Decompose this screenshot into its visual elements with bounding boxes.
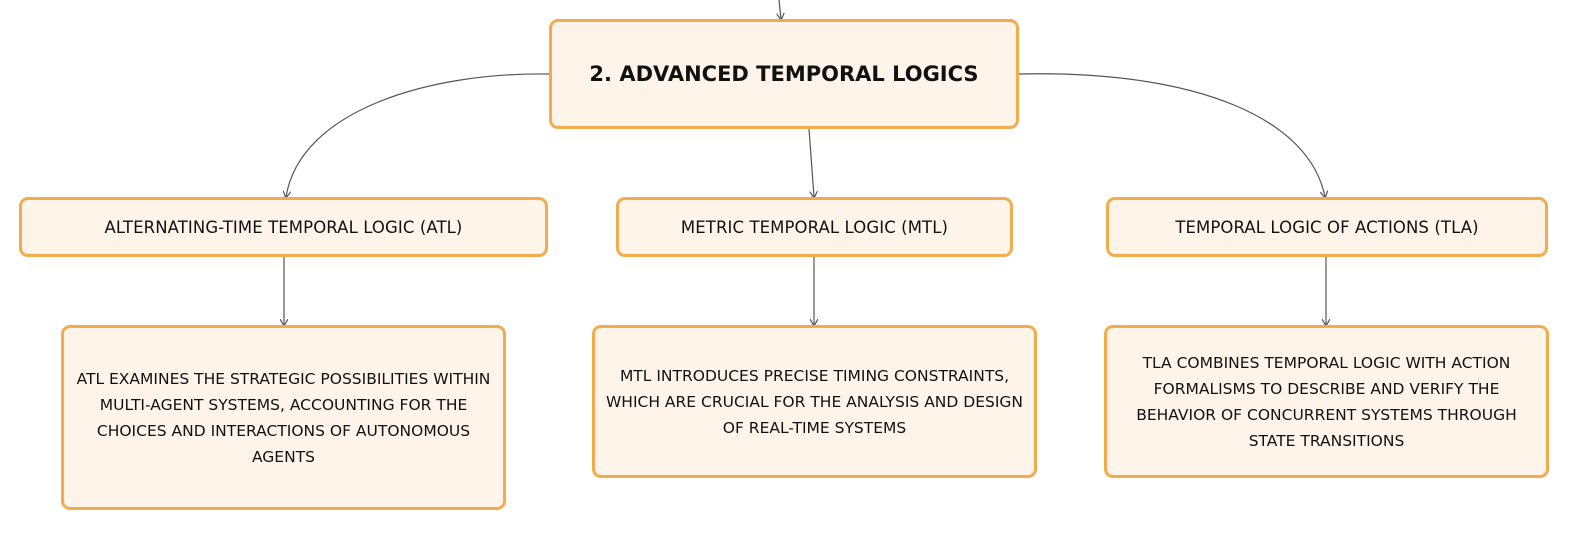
description-node-atl[interactable]: ATL EXAMINES THE STRATEGIC POSSIBILITIES… — [61, 325, 506, 510]
connector-root-to-tla — [1018, 73, 1325, 197]
root-node[interactable]: 2. ADVANCED TEMPORAL LOGICS — [549, 19, 1019, 129]
connector-root-to-mtl — [808, 128, 814, 197]
connector-root-to-atl — [286, 73, 550, 197]
branch-title-mtl: METRIC TEMPORAL LOGIC (MTL) — [680, 217, 949, 237]
description-text-atl: ATL EXAMINES THE STRATEGIC POSSIBILITIES… — [76, 369, 491, 466]
description-node-tla[interactable]: TLA COMBINES TEMPORAL LOGIC WITH ACTION … — [1104, 325, 1549, 478]
branch-title-tla: TEMPORAL LOGIC OF ACTIONS (TLA) — [1175, 217, 1479, 237]
branch-node-mtl[interactable]: METRIC TEMPORAL LOGIC (MTL) — [616, 197, 1013, 257]
branch-node-atl[interactable]: ALTERNATING-TIME TEMPORAL LOGIC (ATL) — [19, 197, 548, 257]
branch-title-atl: ALTERNATING-TIME TEMPORAL LOGIC (ATL) — [104, 217, 463, 237]
connector-from-parent — [779, 0, 781, 19]
branch-node-tla[interactable]: TEMPORAL LOGIC OF ACTIONS (TLA) — [1106, 197, 1548, 257]
description-text-tla: TLA COMBINES TEMPORAL LOGIC WITH ACTION … — [1136, 353, 1517, 450]
description-text-mtl: MTL INTRODUCES PRECISE TIMING CONSTRAINT… — [605, 366, 1024, 437]
description-node-mtl[interactable]: MTL INTRODUCES PRECISE TIMING CONSTRAINT… — [592, 325, 1037, 478]
root-title: 2. ADVANCED TEMPORAL LOGICS — [589, 62, 979, 86]
